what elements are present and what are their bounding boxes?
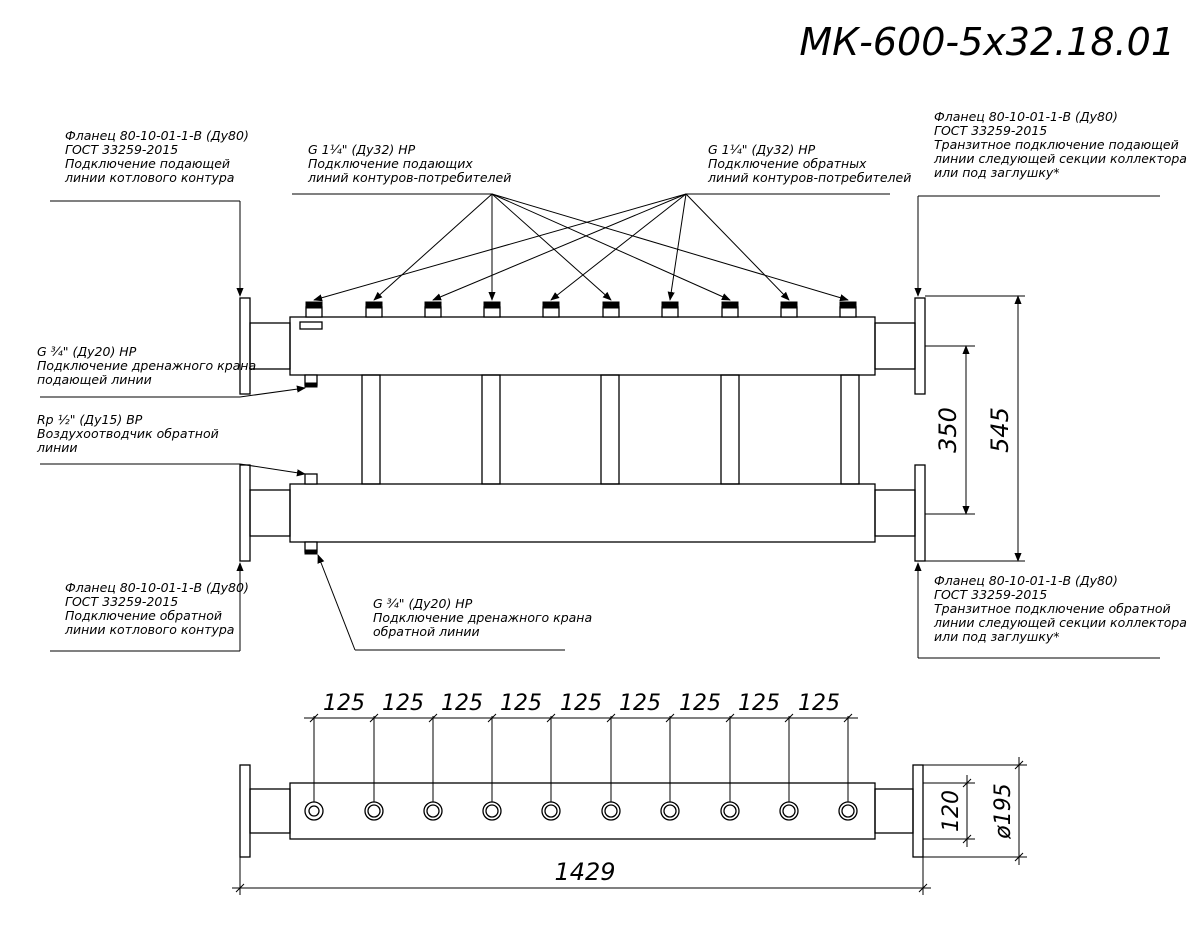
dim-flange-diameter: ø195	[991, 783, 1016, 839]
dim-spacing-4: 125	[500, 691, 542, 716]
dim-spacing-8: 125	[738, 691, 780, 716]
flange-return-right	[914, 464, 926, 562]
return-pipe	[289, 483, 876, 543]
nameplate-icon	[299, 321, 323, 330]
flange-neck-supply-left	[249, 322, 291, 370]
label-flange-supply-right: Фланец 80-10-01-1-В (Ду80) ГОСТ 33259-20…	[933, 109, 1191, 180]
length-dimension: 1429	[232, 857, 931, 895]
flange-neck-supply-right	[874, 322, 916, 370]
connecting-columns	[361, 374, 860, 485]
label-flange-return-right: Фланец 80-10-01-1-В (Ду80) ГОСТ 33259-20…	[933, 573, 1191, 644]
dim-spacing-2: 125	[382, 691, 424, 716]
front-view	[239, 297, 926, 562]
leader-lines	[40, 193, 1160, 659]
annotation-labels: Фланец 80-10-01-1-В (Ду80) ГОСТ 33259-20…	[36, 109, 1191, 644]
air-vent-fitting	[304, 473, 318, 485]
label-return-consumers: G 1¼" (Ду32) НР Подключение обратных лин…	[707, 142, 911, 185]
supply-pipe	[289, 316, 876, 376]
dim-height-outer: 545	[986, 407, 1014, 453]
flange-supply-right	[914, 297, 926, 395]
drawing-title: МК-600-5х32.18.01	[799, 20, 1175, 64]
dim-spacing-3: 125	[441, 691, 483, 716]
label-flange-supply-left: Фланец 80-10-01-1-В (Ду80) ГОСТ 33259-20…	[64, 128, 253, 185]
dim-spacing-1: 125	[323, 691, 365, 716]
top-view	[239, 764, 924, 858]
label-drain-supply: G ¾" (Ду20) НР Подключение дренажного кр…	[37, 344, 260, 387]
top-fittings	[305, 301, 857, 318]
top-flange-left	[239, 764, 251, 858]
label-supply-consumers: G 1¼" (Ду32) НР Подключение подающих лин…	[307, 142, 511, 185]
label-drain-return: G ¾" (Ду20) НР Подключение дренажного кр…	[373, 596, 596, 639]
top-pipe	[289, 782, 876, 840]
dim-spacing-6: 125	[619, 691, 661, 716]
top-flange-neck-left	[249, 788, 291, 834]
label-air-vent: Rp ½" (Ду15) ВР Воздухоотводчик обратной…	[36, 412, 223, 455]
label-flange-return-left: Фланец 80-10-01-1-В (Ду80) ГОСТ 33259-20…	[64, 580, 253, 637]
top-flange-right	[912, 764, 924, 858]
flange-supply-left	[239, 297, 251, 395]
spacing-dimensions: 125 125 125 125 125 125 125 125 125	[304, 691, 858, 802]
dim-pipe-height: 120	[939, 790, 964, 832]
side-dimensions: 120 ø195	[923, 757, 1027, 865]
dim-spacing-9: 125	[798, 691, 840, 716]
flange-return-left	[239, 464, 251, 562]
dim-spacing-7: 125	[679, 691, 721, 716]
dim-height-inner: 350	[934, 407, 962, 453]
dim-spacing-5: 125	[560, 691, 602, 716]
top-flange-neck-right	[874, 788, 914, 834]
outlet-circles	[304, 801, 858, 821]
flange-neck-return-left	[249, 489, 291, 537]
vertical-dimensions: 545 350	[925, 295, 1025, 562]
flange-neck-return-right	[874, 489, 916, 537]
dim-total-length: 1429	[554, 858, 615, 886]
